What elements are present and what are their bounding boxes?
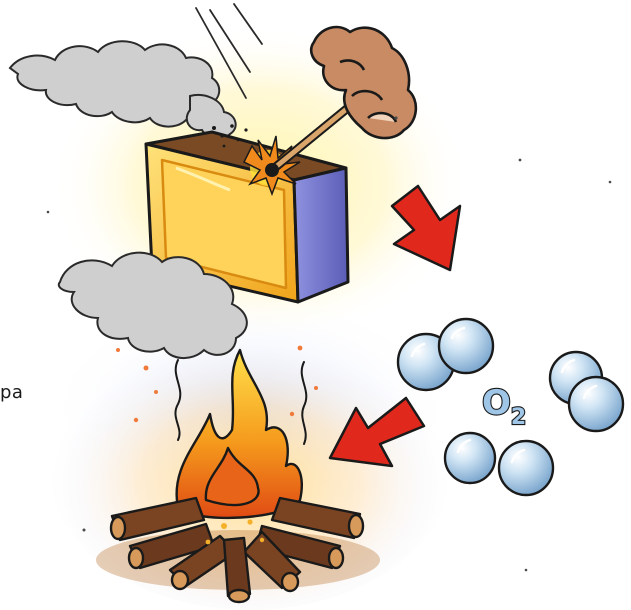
cropped-caption-text: ра (0, 382, 23, 403)
molecule-formula: O2 (482, 383, 526, 430)
